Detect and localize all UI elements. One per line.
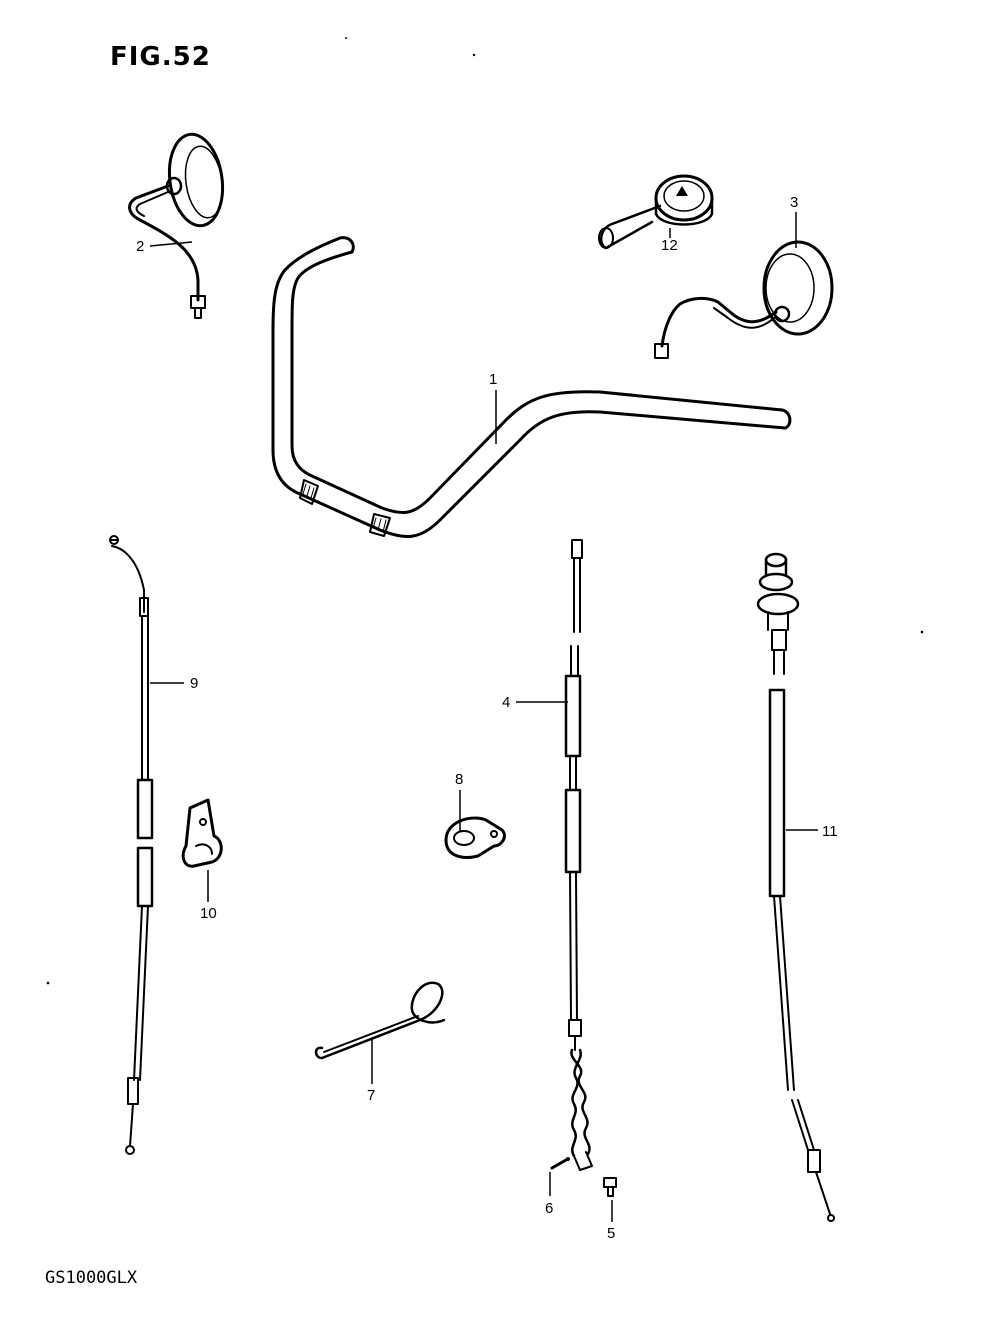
callout-labels: 1 2 3 4 5 6 7 8 9 10 11 12 <box>136 194 838 1242</box>
callout-1: 1 <box>489 371 497 388</box>
callout-10: 10 <box>200 905 217 922</box>
knurled-band-right-icon <box>369 513 391 537</box>
callout-2: 2 <box>136 238 144 255</box>
callout-5: 5 <box>607 1225 615 1242</box>
callout-3: 3 <box>790 194 798 211</box>
callout-8: 8 <box>455 771 463 788</box>
choke-cable-icon[interactable] <box>756 552 835 1222</box>
cable-clamp-icon[interactable] <box>181 798 223 868</box>
callout-4: 4 <box>502 694 510 711</box>
left-mirror-icon[interactable] <box>128 131 229 319</box>
callout-12: 12 <box>661 237 678 254</box>
figure-title: FIG.52 <box>110 42 211 72</box>
callout-9: 9 <box>190 675 198 692</box>
gauge-icon[interactable] <box>598 174 714 250</box>
handlebar-icon[interactable] <box>271 236 792 539</box>
bracket-icon[interactable] <box>444 816 506 859</box>
throttle-cable-icon[interactable] <box>109 535 154 1155</box>
bolt-icon[interactable] <box>603 1177 617 1197</box>
right-mirror-icon[interactable] <box>654 240 834 359</box>
scan-specks <box>46 37 924 985</box>
callout-11: 11 <box>822 823 838 840</box>
callout-7: 7 <box>367 1087 375 1104</box>
wire-clip-icon[interactable] <box>314 981 446 1060</box>
knurled-band-left-icon <box>299 479 319 505</box>
model-code: GS1000GLX <box>45 1268 138 1288</box>
callout-6: 6 <box>545 1200 553 1217</box>
clutch-cable-icon[interactable] <box>564 539 593 1171</box>
pin-icon[interactable] <box>550 1157 570 1170</box>
leader-lines <box>149 212 818 1222</box>
